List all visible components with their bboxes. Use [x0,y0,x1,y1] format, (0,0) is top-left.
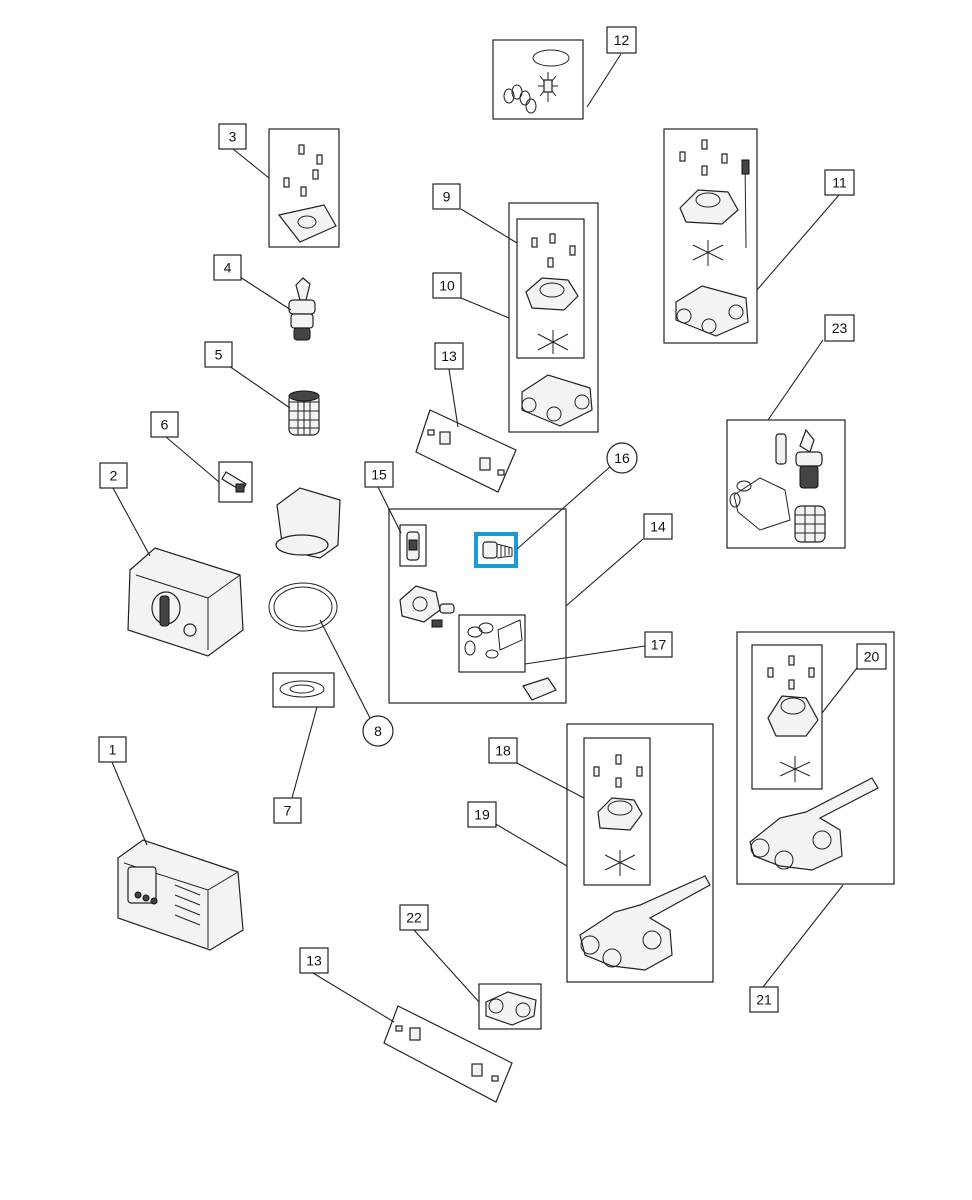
frame-15[interactable] [399,524,427,567]
part-11-assembly [675,139,750,337]
part-5-screen [288,390,320,436]
callout-20[interactable]: 20 [856,643,887,670]
callout-1[interactable]: 1 [98,736,127,763]
callout-23-text: 23 [832,320,848,336]
callout-7-text: 7 [284,803,292,819]
callout-18[interactable]: 18 [488,737,518,764]
frame-18[interactable] [583,737,651,886]
callout-19-text: 19 [474,807,490,823]
part-20-21-assembly [749,655,879,871]
callout-15[interactable]: 15 [364,461,394,488]
part-4-cartridge [288,277,316,341]
callout-4-text: 4 [224,260,232,276]
part-23-assembly [729,428,826,543]
frame-7[interactable] [272,672,335,708]
frame-23[interactable] [726,419,846,549]
callout-5[interactable]: 5 [204,341,233,368]
part-12-seal-kit [503,49,570,114]
frame-19[interactable] [566,723,714,983]
callout-18-text: 18 [495,743,511,759]
part-1-digital-controller [117,839,244,951]
callout-11-text: 11 [832,175,847,191]
callout-21[interactable]: 21 [749,986,779,1013]
part-18-19-assembly [579,754,711,971]
callout-6-text: 6 [161,417,169,433]
callout-20-text: 20 [864,649,880,665]
part-6-fitting [221,471,247,493]
frame-9[interactable] [516,218,585,359]
callout-12[interactable]: 12 [606,26,637,54]
leader-lines [111,53,858,1023]
part-7-disk [279,680,325,698]
callout-4[interactable]: 4 [213,254,242,281]
callout-9-text: 9 [443,189,451,205]
callout-2[interactable]: 2 [99,462,128,489]
callout-17-text: 17 [651,637,667,653]
callout-22[interactable]: 22 [399,904,429,931]
callout-23[interactable]: 23 [824,314,855,342]
part-frames [218,39,895,1103]
callout-17[interactable]: 17 [644,631,673,658]
callout-15-text: 15 [371,467,387,483]
callout-19[interactable]: 19 [467,801,497,828]
part-9-10-assembly [521,233,593,427]
frame-17[interactable] [458,614,526,673]
part-13-lower-contents [395,1025,499,1082]
callout-labels: 1 2 3 4 5 6 7 8 [98,26,887,1013]
frame-20[interactable] [751,644,823,790]
part-8-housing [268,487,341,632]
part-13-upper-contents [427,429,505,476]
callout-13b-text: 13 [306,953,322,969]
callout-3[interactable]: 3 [218,123,247,150]
callout-13a-text: 13 [441,348,457,364]
frame-12[interactable] [492,39,584,120]
callout-3-text: 3 [229,129,237,145]
frame-21[interactable] [736,631,895,885]
frame-13-lower[interactable] [383,1005,513,1103]
callout-13-upper[interactable]: 13 [434,342,464,370]
callout-8-text: 8 [374,723,382,739]
callout-16-text: 16 [614,450,630,466]
frame-3[interactable] [268,128,340,248]
part-15-valve [406,531,420,561]
callout-16[interactable]: 16 [606,442,638,474]
callout-8[interactable]: 8 [362,715,394,747]
part-3-screws-plate [277,144,337,243]
callout-14[interactable]: 14 [643,513,673,540]
part-drawings [117,49,879,1082]
callout-10[interactable]: 10 [432,272,462,299]
callout-9[interactable]: 9 [432,183,461,210]
callout-10-text: 10 [439,278,455,294]
callout-14-text: 14 [650,519,666,535]
part-16-fitting [482,541,513,559]
frame-11[interactable] [663,128,758,344]
callout-22-text: 22 [406,910,422,926]
callout-2-text: 2 [110,468,118,484]
callout-13-lower[interactable]: 13 [299,947,329,974]
highlight-box-16 [474,532,518,568]
part-22-plate [485,991,537,1026]
callout-21-text: 21 [756,992,772,1008]
callout-5-text: 5 [215,347,223,363]
callout-7[interactable]: 7 [273,797,302,824]
callout-6[interactable]: 6 [150,411,179,438]
part-2-controller [127,547,244,657]
frame-13-upper[interactable] [415,409,517,493]
callout-1-text: 1 [109,742,117,758]
callout-11[interactable]: 11 [824,169,855,196]
frame-22[interactable] [478,983,542,1030]
callout-12-text: 12 [614,32,630,48]
part-14-assembly [399,585,557,701]
